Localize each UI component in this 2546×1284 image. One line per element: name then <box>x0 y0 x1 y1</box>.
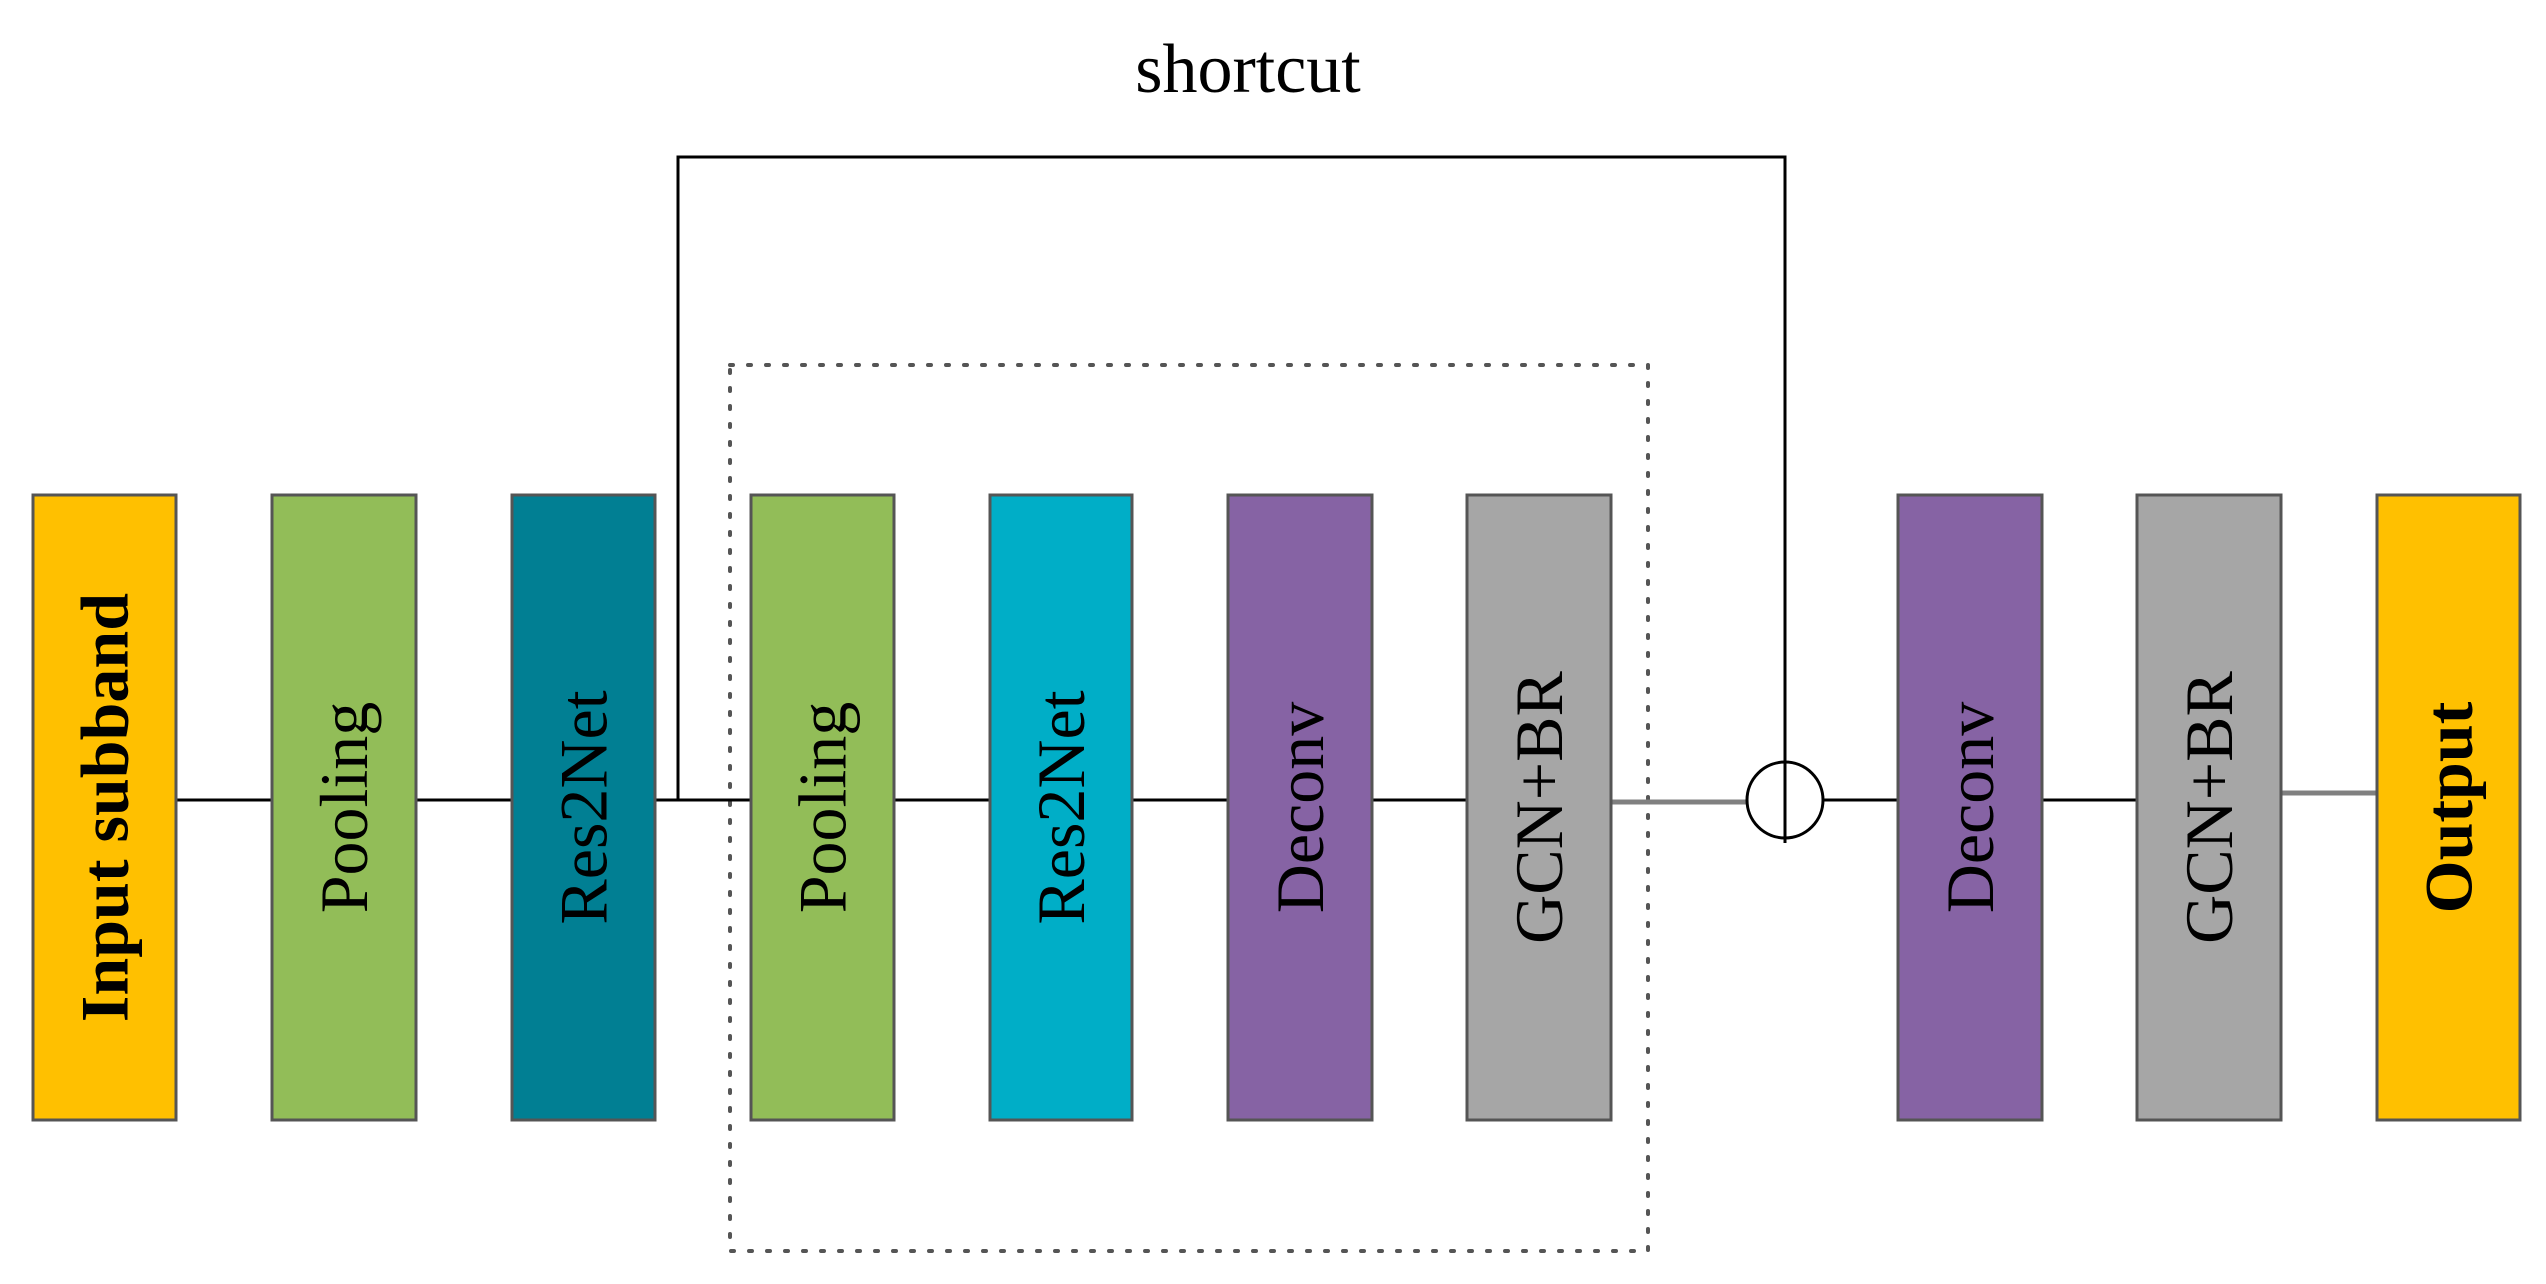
block-pooling-2: Pooling <box>749 493 896 1122</box>
block-rect <box>2375 493 2522 1122</box>
block-label: Input subband <box>67 593 143 1022</box>
block-rect <box>749 493 896 1122</box>
block-gcn-br-1: GCN+BR <box>1465 493 1613 1122</box>
block-deconv-1: Deconv <box>1226 493 1374 1122</box>
block-rect <box>1465 493 1613 1122</box>
block-label: Res2Net <box>1023 690 1099 924</box>
block-label: GCN+BR <box>1501 671 1577 944</box>
block-res2net-1: Res2Net <box>510 493 657 1122</box>
sum-node <box>1745 760 1825 840</box>
block-label: GCN+BR <box>2171 671 2247 944</box>
block-label: Deconv <box>1262 702 1338 913</box>
shortcut-label: shortcut <box>1135 31 1361 108</box>
shortcut-connector <box>676 155 1787 843</box>
block-rect <box>1226 493 1374 1122</box>
block-rect <box>2135 493 2283 1122</box>
block-rect <box>31 493 178 1122</box>
block-pooling-1: Pooling <box>270 493 418 1122</box>
block-label: Deconv <box>1932 702 2008 913</box>
main-connectors <box>176 790 2377 805</box>
block-rect <box>510 493 657 1122</box>
block-output: Output <box>2375 493 2522 1122</box>
block-res2net-2: Res2Net <box>988 493 1134 1122</box>
block-deconv-2: Deconv <box>1896 493 2044 1122</box>
block-rect <box>988 493 1134 1122</box>
block-input-subband: Input subband <box>31 493 178 1122</box>
block-label: Res2Net <box>546 690 622 924</box>
block-gcn-br-2: GCN+BR <box>2135 493 2283 1122</box>
block-label: Pooling <box>785 702 861 914</box>
block-rect <box>1896 493 2044 1122</box>
block-label: Pooling <box>306 702 382 914</box>
block-label: Output <box>2411 701 2487 913</box>
block-rect <box>270 493 418 1122</box>
